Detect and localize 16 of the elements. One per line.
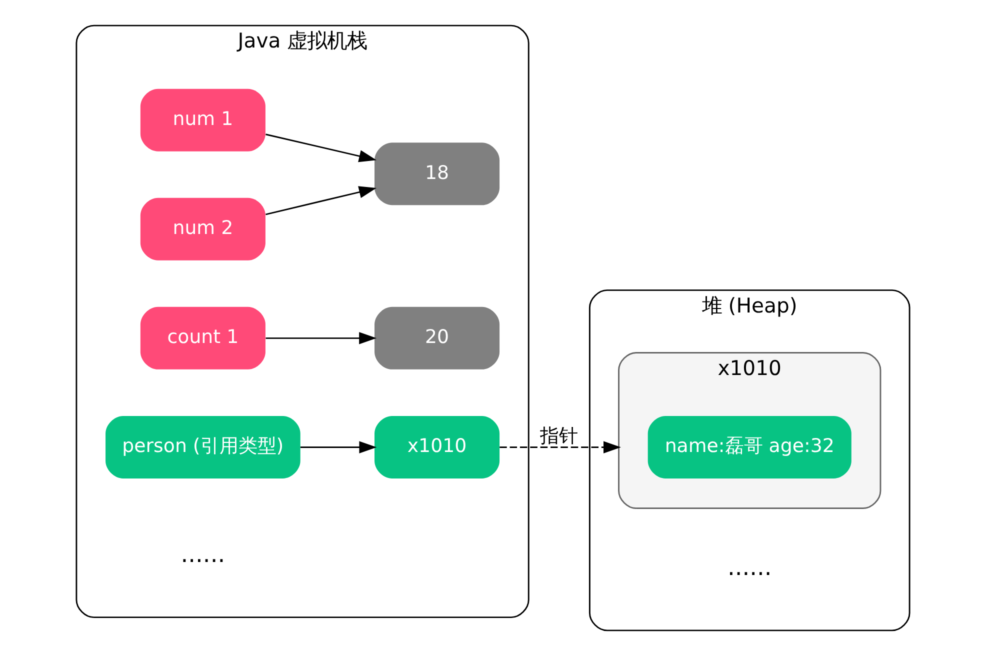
- node-box: person (引用类型): [105, 416, 300, 478]
- node-box: num 1: [140, 88, 265, 152]
- node-box: 20: [374, 306, 500, 370]
- node-box: x1010: [374, 416, 500, 478]
- arrow: [265, 186, 376, 216]
- node-box: 18: [374, 142, 500, 206]
- edge-label: 指针: [540, 424, 578, 447]
- arrow: [499, 441, 620, 454]
- arrow: [300, 441, 376, 454]
- arrow: [265, 332, 376, 344]
- node-box: count 1: [140, 306, 265, 370]
- node-box: num 2: [140, 198, 265, 260]
- arrow: [265, 134, 376, 162]
- node-box: name:磊哥 age:32: [647, 416, 851, 478]
- label: ......: [726, 554, 772, 581]
- label: ......: [180, 540, 225, 568]
